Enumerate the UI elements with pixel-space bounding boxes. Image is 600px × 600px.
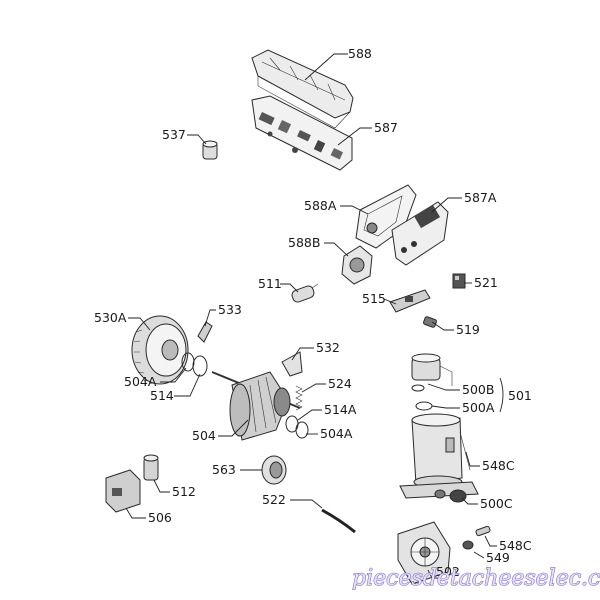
part-537-cap (202, 140, 218, 160)
part-519 (423, 316, 437, 328)
label-587A: 587A (464, 190, 497, 205)
label-588A: 588A (304, 198, 337, 213)
label-524: 524 (328, 376, 352, 391)
label-500C: 500C (480, 496, 513, 511)
part-500C-grommet (434, 489, 467, 503)
leader-lines (125, 53, 504, 579)
label-506: 506 (148, 510, 172, 525)
part-504-motor (211, 371, 301, 441)
label-588: 588 (348, 46, 372, 61)
part-515-switch (389, 289, 431, 313)
label-519: 519 (456, 322, 480, 337)
callout-labels: 588 587 537 588A 587A 588B 511 521 515 5… (94, 46, 532, 579)
label-533: 533 (218, 302, 242, 317)
label-549: 549 (486, 550, 510, 565)
label-548C-bottom: 548C (499, 538, 532, 553)
part-533-clip (197, 321, 213, 343)
label-504A-right: 504A (320, 426, 353, 441)
label-563: 563 (212, 462, 236, 477)
label-511: 511 (258, 276, 282, 291)
part-502-fan (397, 521, 451, 585)
part-587-board (251, 95, 353, 171)
label-587: 587 (374, 120, 398, 135)
label-548C-top: 548C (482, 458, 515, 473)
label-504A-left: 504A (124, 374, 157, 389)
label-537: 537 (162, 127, 186, 142)
label-515: 515 (362, 291, 386, 306)
label-532: 532 (316, 340, 340, 355)
part-511-capacitor (291, 283, 319, 303)
part-521 (452, 273, 466, 289)
label-514A: 514A (324, 402, 357, 417)
part-524-spring (295, 385, 303, 411)
label-504: 504 (192, 428, 216, 443)
part-588-cover (251, 49, 354, 129)
label-530A: 530A (94, 310, 127, 325)
label-501: 501 (508, 388, 532, 403)
part-532-bracket (281, 351, 303, 377)
label-512: 512 (172, 484, 196, 499)
part-548C-549 (462, 525, 491, 550)
part-522-wire (321, 508, 356, 534)
label-500B: 500B (462, 382, 494, 397)
part-506 (105, 469, 141, 513)
part-530A-fan-wheel (131, 315, 189, 385)
part-rings-right (285, 415, 309, 439)
label-588B: 588B (288, 235, 320, 250)
part-512 (143, 454, 159, 481)
part-rings-left (181, 352, 208, 377)
label-521: 521 (474, 275, 498, 290)
part-563-pulley (261, 455, 287, 485)
part-501-compressor (399, 353, 479, 499)
label-502: 502 (436, 564, 460, 579)
watermark-text: piecesdetacheeselec.com (352, 566, 600, 591)
label-500A: 500A (462, 400, 495, 415)
label-514: 514 (150, 388, 174, 403)
part-588B-knob (341, 245, 373, 285)
label-522: 522 (262, 492, 286, 507)
